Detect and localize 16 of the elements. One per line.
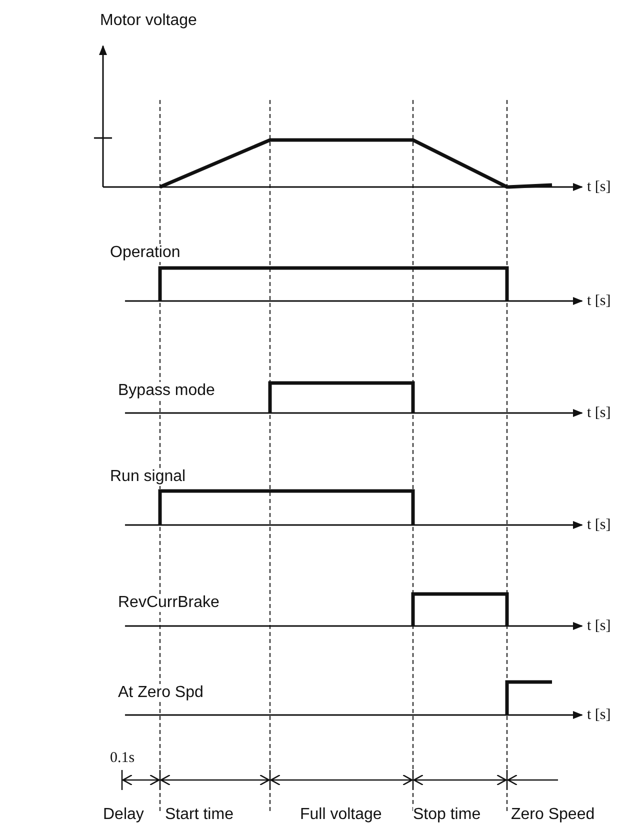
phase-label: Zero Speed	[511, 806, 595, 824]
axis-label: t [s]	[587, 706, 611, 724]
axis-label: t [s]	[587, 178, 611, 196]
signal-label: RevCurrBrake	[118, 594, 220, 612]
axis-label: Motor voltage	[100, 12, 197, 30]
axis-label: t [s]	[587, 516, 611, 534]
signal-label: Bypass mode	[118, 382, 215, 400]
signal-label: Operation	[110, 244, 180, 262]
axis-label: t [s]	[587, 404, 611, 422]
phase-label: Full voltage	[300, 806, 382, 824]
axis-label: t [s]	[587, 292, 611, 310]
signal-label: At Zero Spd	[118, 684, 204, 702]
phase-label: Stop time	[413, 806, 481, 824]
axis-label: t [s]	[587, 617, 611, 635]
phase-label: Delay	[103, 806, 144, 824]
signal-label: Run signal	[110, 468, 186, 486]
